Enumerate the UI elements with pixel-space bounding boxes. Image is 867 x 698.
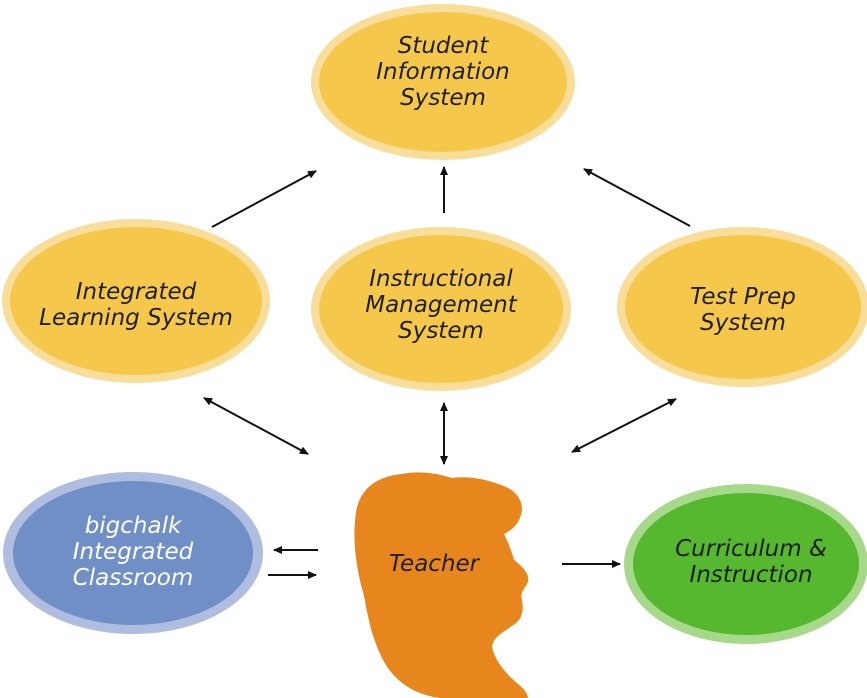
node-test-prep-system [617, 227, 867, 387]
node-body [319, 12, 567, 152]
edge-ils-to-sis [211, 170, 317, 228]
node-instructional-management-system [311, 227, 571, 391]
label-integrated-learning-system: Integrated Learning System [39, 279, 233, 331]
edge-tps-to-sis [583, 168, 691, 227]
label-instructional-management-system: Instructional Management System [365, 266, 517, 344]
label-student-information-system: Student Information System [376, 33, 510, 111]
label-bigchalk-integrated-classroom: bigchalk Integrated Classroom [72, 513, 194, 591]
node-body [319, 235, 563, 383]
node-body [625, 235, 861, 379]
node-body [633, 493, 859, 635]
node-body [10, 227, 262, 375]
teacher-silhouette [354, 472, 529, 698]
node-integrated-learning-system [2, 219, 270, 383]
node-bigchalk-integrated-classroom [3, 472, 263, 634]
edges [203, 166, 691, 579]
node-body [13, 481, 253, 625]
edge-teacher-tps [571, 398, 677, 453]
node-curriculum-instruction [624, 484, 867, 644]
label-test-prep-system: Test Prep System [690, 284, 796, 336]
label-teacher: Teacher [388, 551, 480, 577]
node-student-information-system [311, 4, 575, 160]
edge-teacher-ils [203, 397, 309, 455]
label-curriculum-instruction: Curriculum & Instruction [675, 536, 827, 588]
